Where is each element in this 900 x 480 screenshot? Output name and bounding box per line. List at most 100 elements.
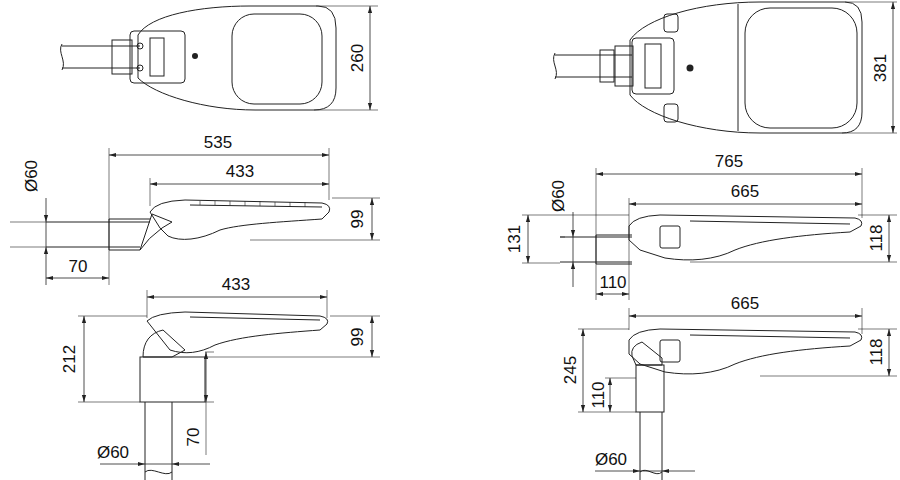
dimension-label: 118 <box>868 338 885 365</box>
plan-view-large <box>738 4 739 131</box>
plan-view-large <box>630 2 862 133</box>
dimension-lines <box>109 148 329 285</box>
plan-view-small <box>62 46 140 68</box>
dimension-lines <box>573 262 574 287</box>
side-view-large <box>690 221 850 224</box>
dimension-label: 99 <box>349 210 366 229</box>
post-top-view-large <box>636 365 664 412</box>
dimension-lines <box>760 329 897 376</box>
dimension-lines <box>889 329 890 376</box>
dimension-lines <box>629 308 862 334</box>
dimension-lines <box>372 198 373 240</box>
plan-view-large <box>645 44 661 88</box>
dimension-lines <box>46 222 47 247</box>
plan-view-large <box>745 8 857 128</box>
dimension-lines <box>372 316 373 357</box>
dimension-label: 665 <box>731 295 759 312</box>
dimension-label: 433 <box>226 163 254 180</box>
post-top-view-small <box>145 470 172 473</box>
dimension-lines <box>147 297 327 298</box>
dimension-lines <box>78 290 380 464</box>
dimension-label: 260 <box>349 44 366 72</box>
dimension-lines <box>578 329 636 412</box>
dimension-lines <box>640 471 662 472</box>
dimension-lines <box>147 290 327 318</box>
dimension-lines <box>583 329 584 412</box>
dimension-label: 70 <box>69 258 88 275</box>
post-top-view-small <box>140 312 328 480</box>
side-view-small <box>140 214 172 250</box>
side-view-small <box>190 205 322 207</box>
dimension-lines <box>578 308 897 471</box>
dimension-label: 110 <box>590 381 607 408</box>
dimension-label: 665 <box>731 183 759 200</box>
dimension-label: 99 <box>349 328 366 347</box>
dimension-lines <box>150 184 329 185</box>
plan-view-small <box>232 14 322 104</box>
dimension-lines <box>100 464 145 465</box>
dimension-lines <box>629 316 862 317</box>
side-view-large <box>560 215 862 264</box>
dimension-label: Ø60 <box>595 451 627 468</box>
post-top-view-small <box>143 330 185 357</box>
dimension-label: 131 <box>506 225 523 253</box>
post-top-view-small <box>145 402 172 480</box>
dimension-lines <box>46 247 47 285</box>
plan-view-large <box>664 14 678 32</box>
dimension-lines <box>84 316 85 402</box>
dimension-lines <box>205 352 214 402</box>
plan-view-large <box>687 65 694 72</box>
plan-view-small <box>138 6 336 110</box>
dimension-lines <box>596 174 862 175</box>
plan-view-large <box>554 53 557 79</box>
plan-view-large <box>664 104 678 122</box>
dimension-label: Ø60 <box>23 160 40 192</box>
dimension-lines <box>370 6 371 110</box>
side-view-large <box>660 226 680 248</box>
dimension-lines <box>145 464 172 465</box>
dimension-lines <box>528 215 529 263</box>
dimension-lines <box>690 215 897 262</box>
dimension-label: 70 <box>185 428 202 447</box>
dimension-lines <box>842 2 897 133</box>
dimension-label: 765 <box>715 153 743 170</box>
dimension-lines <box>314 6 378 110</box>
dimension-label: 535 <box>204 134 232 151</box>
plan-view-large <box>554 2 862 133</box>
post-top-view-large <box>632 342 662 365</box>
dimension-lines <box>596 294 629 295</box>
side-view-small <box>46 200 330 250</box>
post-top-view-large <box>690 335 850 338</box>
side-view-small <box>46 222 150 247</box>
dimension-lines <box>662 471 695 472</box>
post-top-view-large <box>640 412 662 480</box>
post-top-view-small <box>190 317 320 320</box>
dimension-lines <box>893 2 894 133</box>
plan-view-small <box>61 6 336 110</box>
dimension-lines <box>109 155 329 156</box>
side-view-small <box>150 200 330 239</box>
dimension-lines <box>522 168 897 300</box>
dimension-lines <box>250 198 380 240</box>
dimension-lines <box>889 215 890 262</box>
dimension-lines <box>595 471 640 472</box>
dimension-label: 212 <box>61 345 78 373</box>
side-view-large <box>629 215 862 260</box>
dimension-label: 433 <box>222 276 250 293</box>
dimension-lines <box>206 402 207 455</box>
dimension-label: 110 <box>599 274 626 291</box>
plan-view-large <box>632 38 674 94</box>
dimension-lines <box>10 222 46 247</box>
dimension-label: Ø60 <box>97 444 129 461</box>
post-top-view-small <box>140 357 205 402</box>
dimension-lines <box>573 212 574 237</box>
dimension-lines <box>206 352 207 402</box>
dimension-label: 245 <box>562 356 579 384</box>
side-view-large <box>596 235 632 264</box>
dimension-lines <box>10 148 380 285</box>
dimension-lines <box>172 464 210 465</box>
plan-view-large <box>555 55 632 77</box>
dimension-lines <box>46 198 47 222</box>
